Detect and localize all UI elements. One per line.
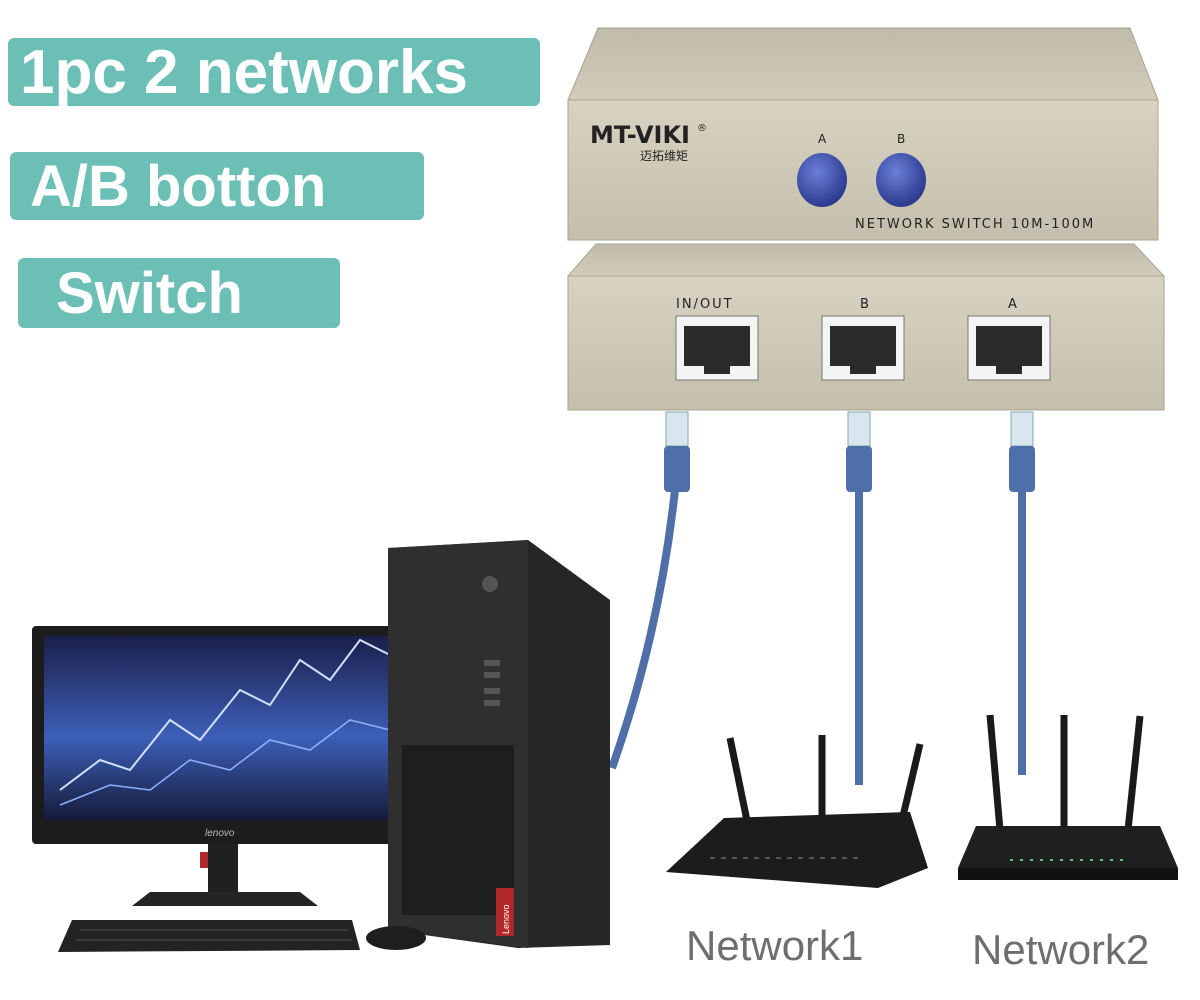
button-b[interactable]: [876, 153, 926, 207]
badge-ab-button-text: A/B botton: [30, 153, 327, 219]
keyboard-icon: [58, 920, 360, 952]
mouse-icon: [366, 926, 426, 950]
tower-brand: Lenovo: [501, 904, 511, 934]
router-icon: [958, 714, 1178, 880]
button-b-label: B: [897, 132, 905, 146]
switch-ports-panel: IN/OUT B A: [566, 243, 1166, 411]
monitor-screen: [44, 636, 398, 820]
network-switch-icon: MT-VIKI ® 迈拓维矩 A B NETWORK SWITCH 10M-10…: [567, 27, 1159, 241]
port-inout-label: IN/OUT: [676, 297, 734, 312]
router-icon: [666, 735, 928, 888]
port-a[interactable]: [967, 315, 1051, 381]
network2-caption: Network2: [972, 926, 1150, 973]
monitor-brand: lenovo: [205, 828, 235, 839]
port-inout[interactable]: [675, 315, 759, 381]
brand-logo: MT-VIKI: [590, 121, 690, 149]
badge-networks-text: 1pc 2 networks: [20, 37, 468, 107]
registered-mark: ®: [697, 123, 707, 134]
port-b[interactable]: [821, 315, 905, 381]
model-text: NETWORK SWITCH 10M-100M: [855, 217, 1095, 232]
button-a-label: A: [818, 132, 827, 146]
ethernet-cable-icon: [608, 411, 1035, 785]
brand-subtitle: 迈拓维矩: [640, 149, 688, 163]
monitor-icon: lenovo: [32, 626, 410, 906]
badge-ab-button: A/B botton: [10, 152, 424, 220]
port-b-label: B: [860, 297, 869, 312]
badge-switch-text: Switch: [56, 260, 243, 326]
network1-caption: Network1: [686, 922, 864, 969]
port-a-label: A: [1008, 297, 1017, 312]
badge-switch: Switch: [18, 258, 340, 328]
badge-networks: 1pc 2 networks: [8, 37, 540, 107]
button-a[interactable]: [797, 153, 847, 207]
pc-tower-icon: Lenovo: [388, 540, 610, 948]
